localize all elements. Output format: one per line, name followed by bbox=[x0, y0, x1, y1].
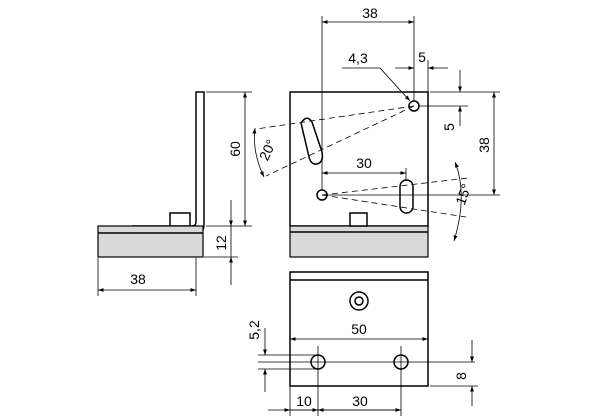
dim-label-slot-spacing: 30 bbox=[356, 155, 372, 171]
dim-label-right-height: 38 bbox=[476, 137, 492, 153]
angle-arc-right bbox=[453, 161, 462, 242]
dim-label-hole-dia: 4,3 bbox=[348, 50, 368, 66]
dim-label-length: 50 bbox=[351, 321, 367, 337]
dim-label-top-width: 38 bbox=[362, 5, 378, 21]
dim-label-hole-pitch: 30 bbox=[352, 393, 368, 409]
side-view: 60 12 38 bbox=[97, 91, 252, 296]
front-view-screw-head bbox=[349, 212, 368, 227]
dim-label-edge-left: 10 bbox=[296, 393, 312, 409]
side-view-base-block bbox=[97, 225, 204, 258]
dim-label-flange: 12 bbox=[213, 235, 229, 251]
angle-label-right: 15° bbox=[452, 182, 474, 207]
front-view-slot-right bbox=[399, 179, 414, 214]
leader-hole-dia bbox=[379, 67, 411, 102]
centerline bbox=[321, 194, 467, 218]
centerline bbox=[255, 105, 415, 130]
angle-arc-left bbox=[252, 127, 265, 178]
front-view: 20° 15° 38 4,3 5 5 38 30 bbox=[252, 5, 500, 258]
bottom-view: 5,2 50 8 10 30 bbox=[246, 271, 478, 416]
side-view-bracket-profile bbox=[132, 91, 205, 234]
centerline bbox=[265, 105, 415, 177]
dim-label-edge-bottom: 8 bbox=[453, 372, 469, 380]
dim-label-hole-dia: 5,2 bbox=[246, 320, 262, 340]
centerline bbox=[321, 177, 469, 196]
side-view-screw-head bbox=[169, 212, 191, 227]
bottom-view-screw-inner bbox=[354, 296, 364, 306]
dim-label-top-offset: 5 bbox=[441, 123, 457, 131]
front-view-base-strip bbox=[289, 225, 429, 258]
bottom-view-screw-outer bbox=[349, 291, 369, 311]
dim-label-height: 60 bbox=[227, 141, 243, 157]
angle-label-left: 20° bbox=[256, 137, 279, 163]
dim-label-width: 38 bbox=[130, 271, 146, 287]
dim-label-right-offset: 5 bbox=[418, 49, 426, 65]
